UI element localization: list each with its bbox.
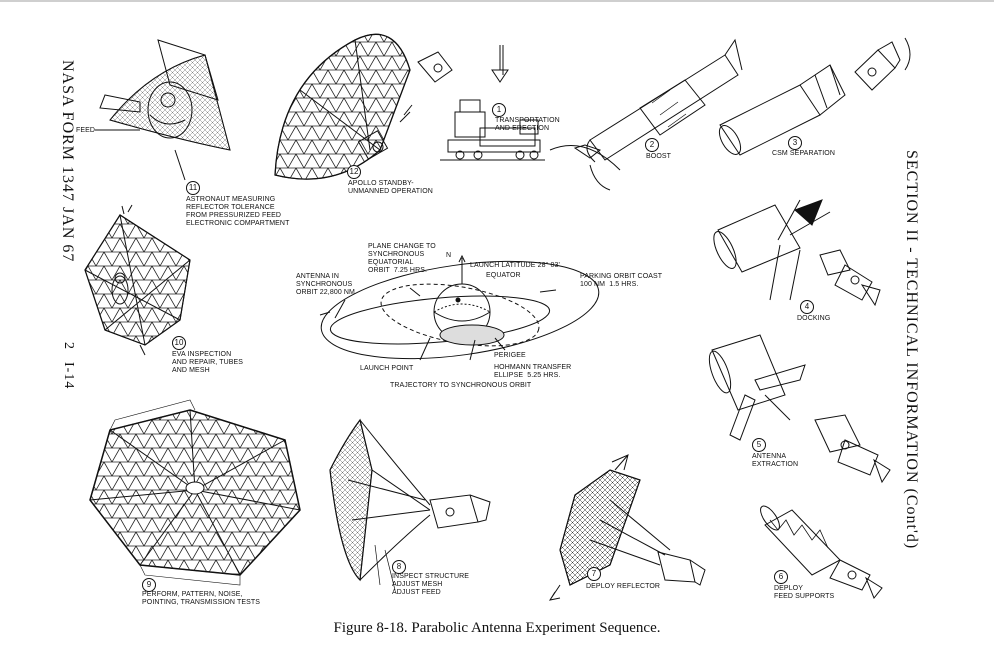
step-number-6: 6 [774,570,788,584]
step-number-5: 5 [752,438,766,452]
inspect-structure-drawing [330,420,490,590]
docking-drawing [709,200,880,305]
north-label: N [446,252,451,260]
step-number-9: 9 [142,578,156,592]
trajectory-diagram [315,246,605,374]
step-number-7: 7 [587,567,601,581]
step-label-6: DEPLOY FEED SUPPORTS [774,585,834,601]
launch-point-label: LAUNCH POINT [360,365,413,373]
figure-caption: Figure 8-18. Parabolic Antenna Experimen… [0,620,994,637]
step-number-8: 8 [392,560,406,574]
step-label-5: ANTENNA EXTRACTION [752,453,798,469]
eva-inspection-drawing [85,205,190,355]
step-label-10: EVA INSPECTION AND REPAIR, TUBES AND MES… [172,351,243,375]
step-label-12: APOLLO STANDBY- UNMANNED OPERATION [348,180,433,196]
feed-label: FEED [76,127,95,135]
parking-orbit-label: PARKING ORBIT COAST 100 NM 1.5 HRS. [580,273,662,289]
step-number-1: 1 [492,103,506,117]
boost-drawing [550,40,742,190]
astronaut-feed-drawing [95,40,230,180]
apollo-standby-drawing [275,34,452,179]
hohmann-label: HOHMANN TRANSFER ELLIPSE 5.25 HRS. [494,364,571,380]
transport-erection-drawing [440,45,545,160]
step-label-7: DEPLOY REFLECTOR [586,583,660,591]
launch-latitude-label: LAUNCH LATITUDE 28° 03' [470,262,560,270]
deploy-feed-supports-drawing [757,503,882,598]
step-number-4: 4 [800,300,814,314]
antenna-orbit-label: ANTENNA IN SYNCHRONOUS ORBIT 22,800 NM [296,273,355,297]
hexagonal-reflector-drawing [90,400,300,585]
page-number: 2 [60,342,76,350]
step-label-11: ASTRONAUT MEASURING REFLECTOR TOLERANCE … [186,196,289,228]
form-id: NASA FORM 1347 JAN 67 [58,60,76,262]
trajectory-title: TRAJECTORY TO SYNCHRONOUS ORBIT [390,382,531,390]
step-number-10: 10 [172,336,186,350]
perigee-label: PERIGEE [494,352,526,360]
step-number-3: 3 [788,136,802,150]
deploy-reflector-drawing [550,455,705,600]
step-number-11: 11 [186,181,200,195]
step-label-1: TRANSPORTATION AND ERECTION [495,117,560,133]
step-label-8: INSPECT STRUCTURE ADJUST MESH ADJUST FEE… [392,573,469,597]
csm-separation-drawing [715,38,910,158]
step-number-12: 12 [347,165,361,179]
step-number-2: 2 [645,138,659,152]
page-ref: I-14 [60,362,76,389]
step-label-3: CSM SEPARATION [772,150,835,158]
step-label-4: DOCKING [797,315,830,323]
section-header: SECTION II - TECHNICAL INFORMATION (Cont… [902,150,920,549]
step-label-9: PERFORM, PATTERN, NOISE, POINTING, TRANS… [142,591,260,607]
equator-label: EQUATOR [486,272,521,280]
step-label-2: BOOST [646,153,671,161]
plane-change-label: PLANE CHANGE TO SYNCHRONOUS EQUATORIAL O… [368,243,436,275]
